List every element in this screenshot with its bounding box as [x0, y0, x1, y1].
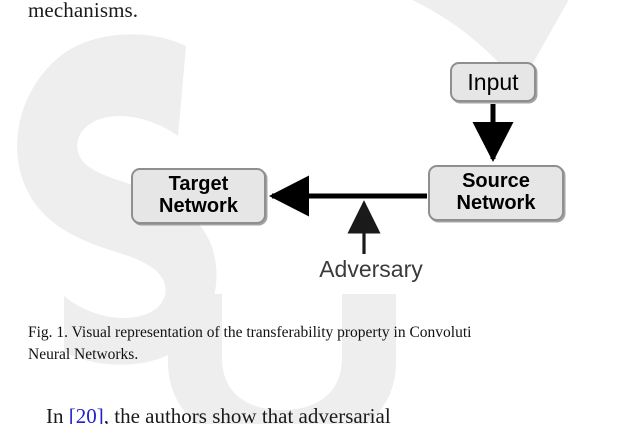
node-input-label: Input [467, 68, 519, 95]
node-source-network[interactable]: Source Network [428, 165, 564, 221]
node-input[interactable]: Input [450, 62, 536, 102]
diagram-connectors [269, 104, 514, 254]
node-source-label-line2: Network [456, 192, 536, 214]
body-text-above: mechanisms. [28, 0, 139, 22]
body-text-below: In [20], the authors show that adversari… [46, 404, 640, 424]
caption-line-1: Fig. 1. Visual representation of the tra… [28, 324, 472, 341]
adversary-annotation: Adversary [319, 256, 423, 282]
caption-line-2: Neural Networks. [28, 346, 139, 363]
body-text-below-prefix: In [46, 404, 69, 424]
node-target-label-line1: Target [168, 173, 229, 196]
body-text-below-suffix: , the authors show that adversarial [103, 404, 391, 424]
figure-caption: Fig. 1. Visual representation of the tra… [28, 322, 640, 366]
citation-link[interactable]: [20] [68, 404, 104, 424]
node-target-label-line2: Network [159, 195, 238, 217]
node-source-label-line1: Source [462, 170, 530, 193]
figure-diagram: Input Source Network Target Network Adve… [0, 46, 640, 308]
node-target-network[interactable]: Target Network [131, 168, 266, 224]
